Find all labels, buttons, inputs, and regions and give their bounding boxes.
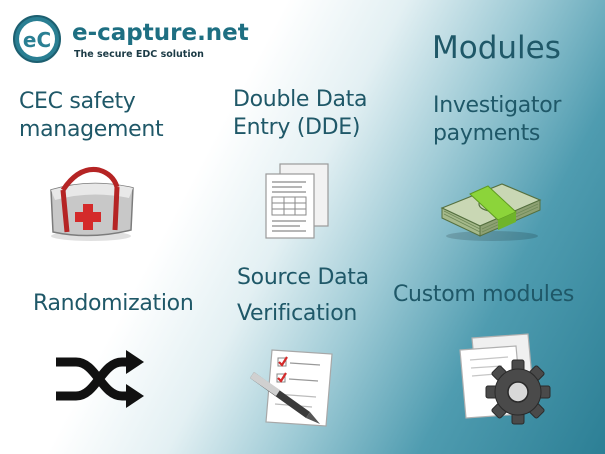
module-custom-label: Custom modules xyxy=(393,282,574,307)
module-dde-label: Double Data Entry (DDE) xyxy=(233,87,368,140)
logo: eC xyxy=(12,14,62,64)
first-aid-kit-icon xyxy=(50,166,134,241)
module-sdv-label: Source Data Verification xyxy=(237,265,369,326)
shuffle-icon xyxy=(56,350,144,408)
module-randomization-label: Randomization xyxy=(33,291,194,316)
money-stack-icon xyxy=(440,183,542,241)
logo-letters: eC xyxy=(23,28,51,52)
logo-badge-icon: eC xyxy=(13,15,61,63)
gear-documents-icon xyxy=(459,333,551,425)
documents-icon xyxy=(265,163,329,239)
checklist-pen-icon xyxy=(250,349,333,427)
module-cec-safety-label: CEC safety management xyxy=(19,89,164,142)
page-title: Modules xyxy=(432,30,561,66)
module-payments-label: Investigator payments xyxy=(433,93,562,146)
brand-name: e-capture.net xyxy=(72,20,249,46)
brand-tagline: The secure EDC solution xyxy=(74,49,204,60)
